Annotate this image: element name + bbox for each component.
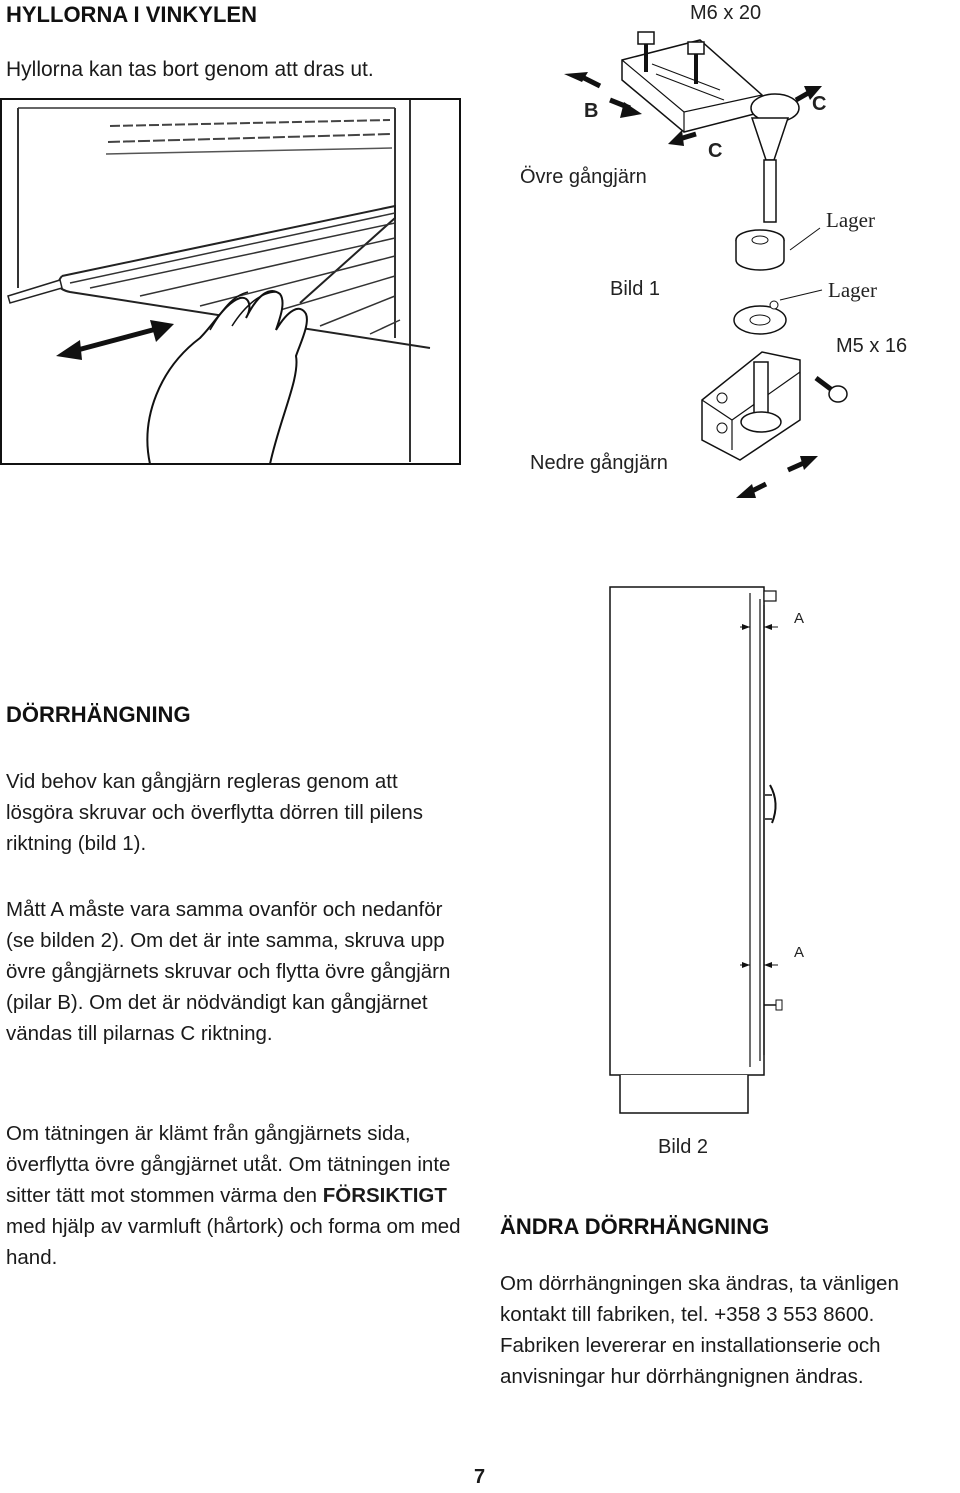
label-screw-bottom: M5 x 16: [836, 335, 908, 357]
label-dimension-a-top: A: [794, 610, 805, 627]
label-arrow-c-right: C: [812, 93, 827, 115]
arrow-lower-hinge: [736, 456, 818, 498]
label-screw-top: M6 x 20: [690, 2, 762, 24]
section-title-door-hanging: DÖRRHÄNGNING: [6, 702, 191, 727]
shelves-text: Hyllorna kan tas bort genom att dras ut.: [6, 58, 374, 81]
page-number: 7: [474, 1466, 486, 1488]
door-paragraph-2: Mått A måste vara samma ovanför och neda…: [6, 898, 451, 1045]
section-title-change-door: ÄNDRA DÖRRHÄNGNING: [500, 1214, 770, 1239]
caution-word: FÖRSIKTIGT: [322, 1184, 447, 1207]
hinge-diagram: [470, 0, 960, 500]
label-figure-2: Bild 2: [658, 1136, 709, 1158]
label-dimension-a-bottom: A: [794, 944, 805, 961]
pull-direction-arrow: [56, 320, 174, 360]
shelf-illustration: [0, 98, 462, 466]
door-diagram: [600, 585, 820, 1125]
label-lower-hinge: Nedre gångjärn: [530, 452, 668, 474]
section-title-shelves: HYLLORNA I VINKYLEN: [6, 2, 257, 27]
door-paragraph-3: Om tätningen är klämt från gångjärnets s…: [6, 1122, 461, 1269]
door-paragraph-1: Vid behov kan gångjärn regleras genom at…: [6, 770, 424, 855]
arrow-b: [564, 72, 642, 118]
arrow-c: [668, 86, 822, 146]
label-figure-1: Bild 1: [610, 278, 661, 300]
label-arrow-b: B: [584, 100, 599, 122]
label-upper-hinge: Övre gångjärn: [520, 166, 647, 188]
label-bearing-2: Lager: [828, 278, 877, 302]
label-bearing-1: Lager: [826, 208, 875, 232]
label-arrow-c-left: C: [708, 140, 723, 162]
change-text: Om dörrhängningen ska ändras, ta vänlige…: [500, 1272, 899, 1388]
